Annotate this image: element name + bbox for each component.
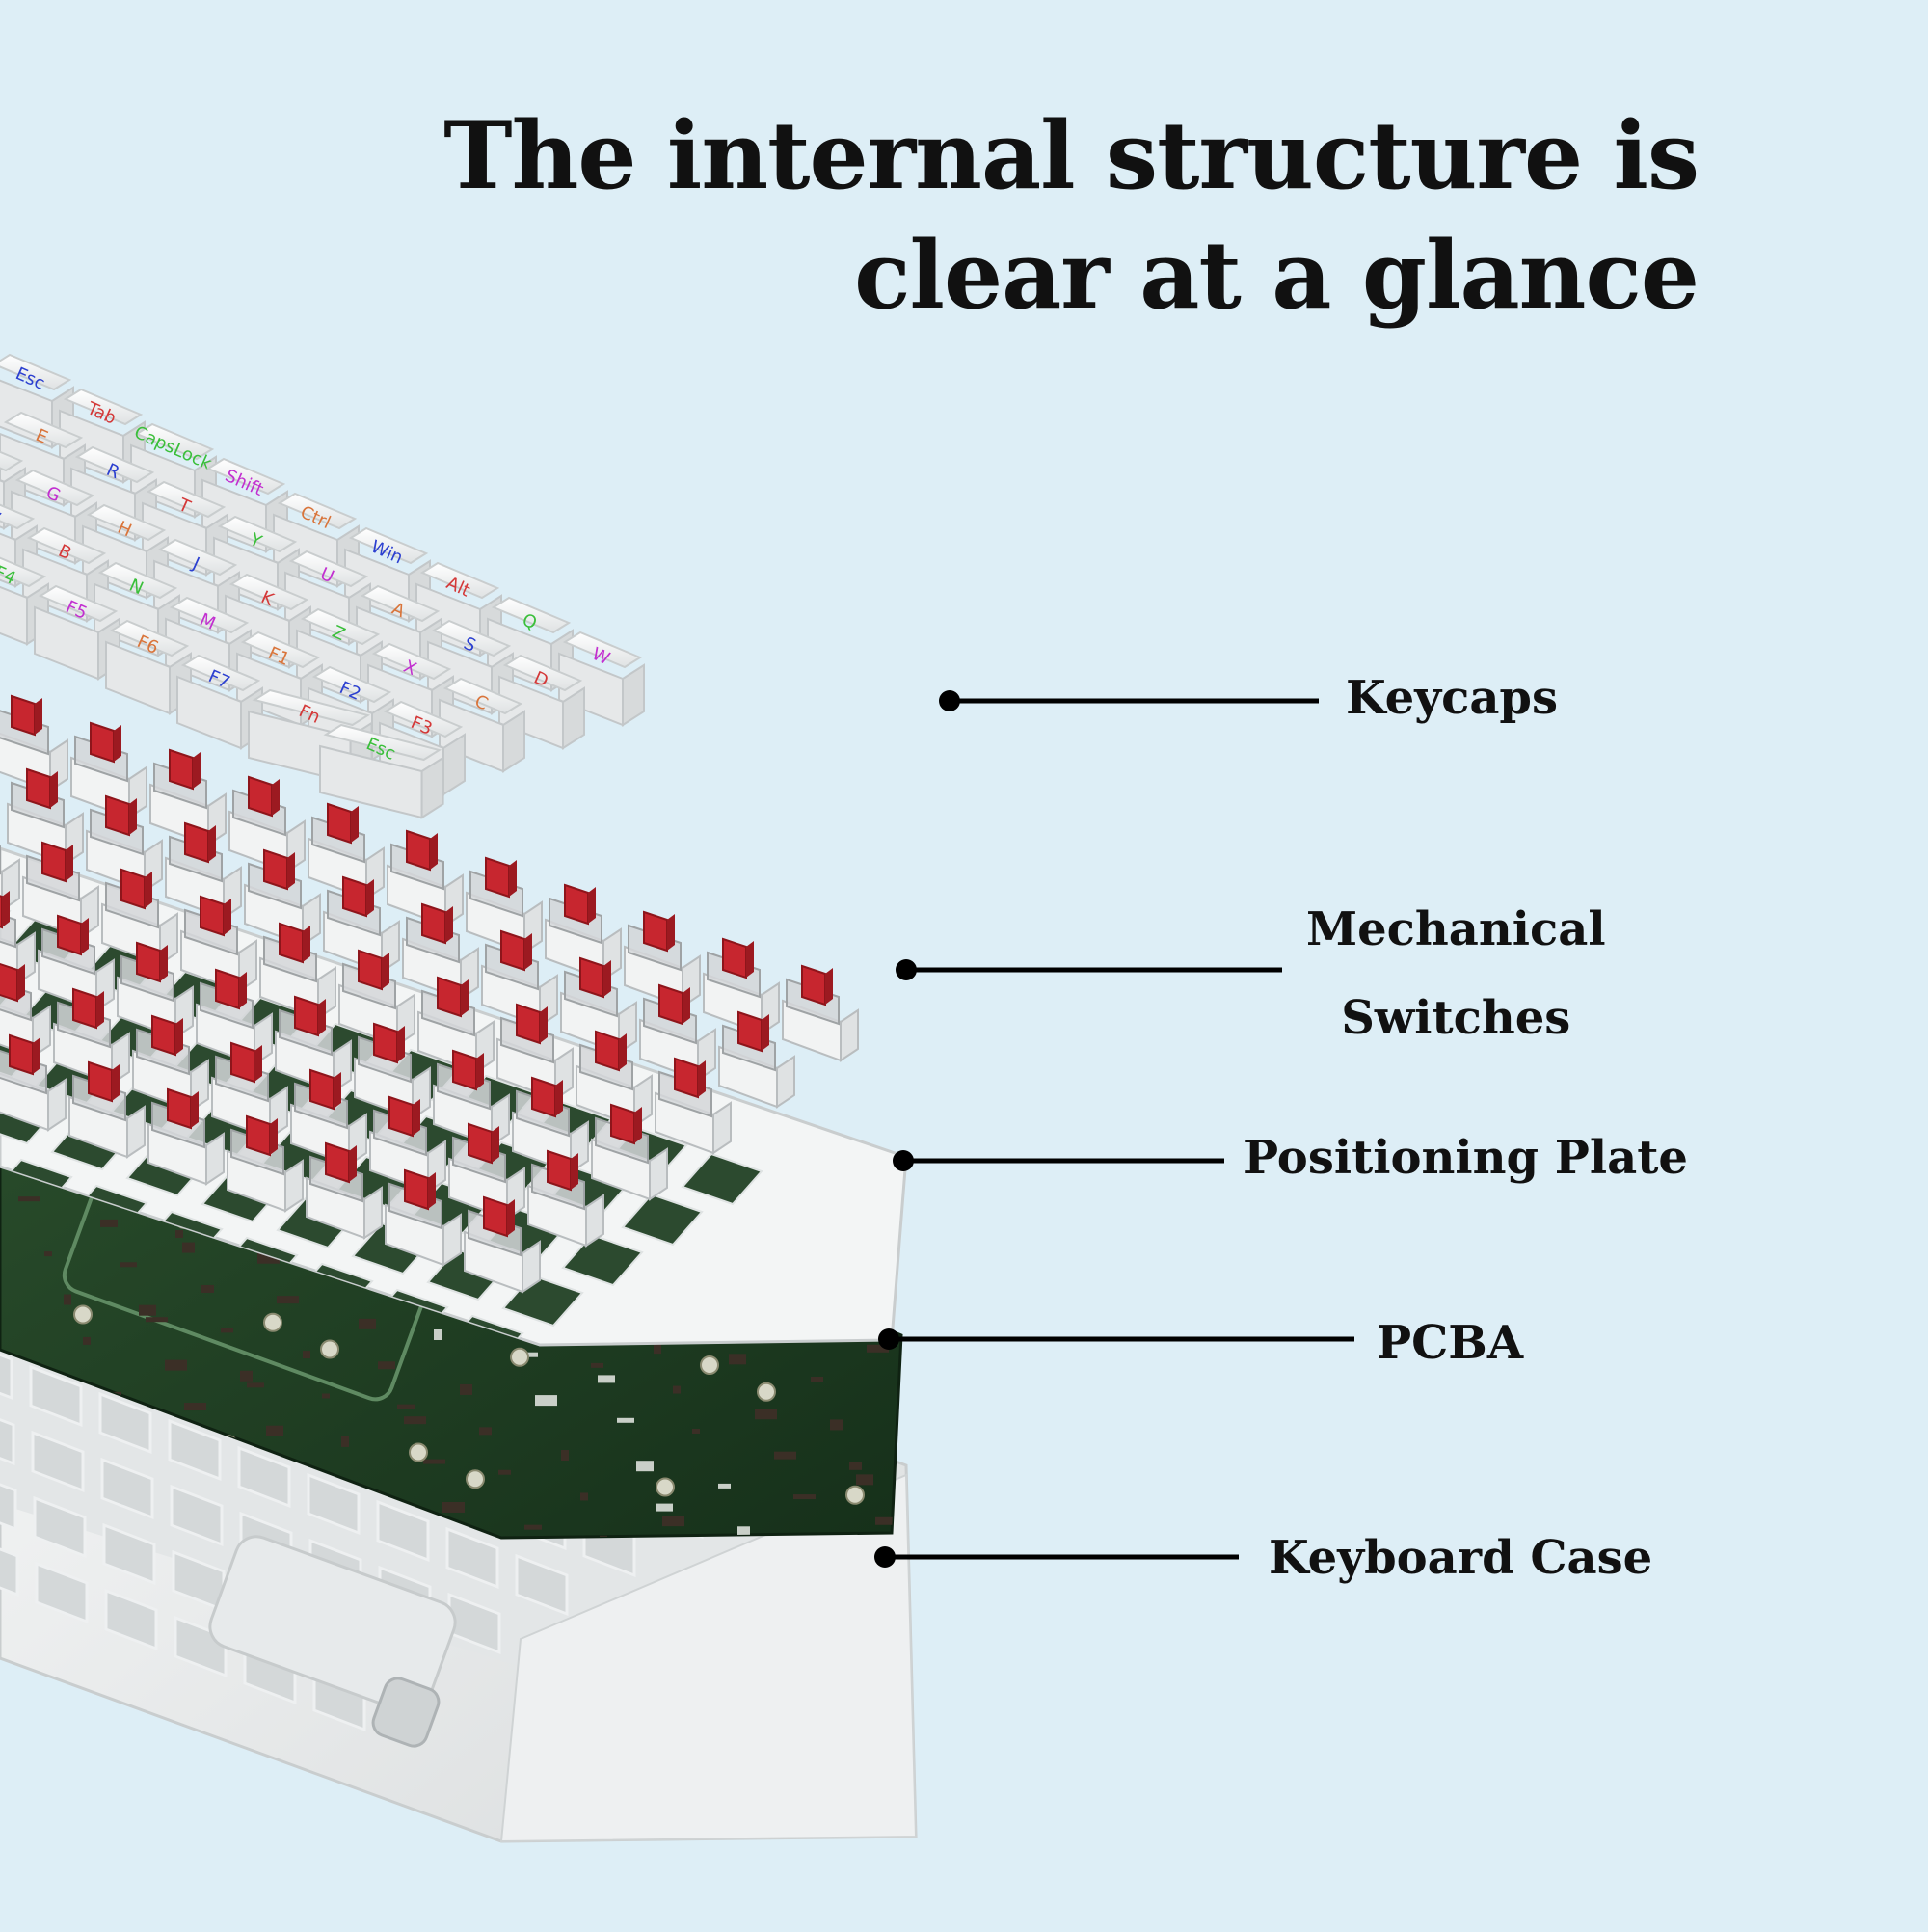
leader-lines	[874, 690, 1354, 1568]
leader-switches	[896, 959, 1282, 980]
headline-line-2: clear at a glance	[854, 221, 1700, 330]
leader-pcba	[878, 1328, 1354, 1350]
label-positioning-plate: Positioning Plate	[1244, 1131, 1688, 1185]
label-keycaps: Keycaps	[1346, 671, 1559, 725]
label-pcba: PCBA	[1377, 1316, 1524, 1370]
label-keyboard-case: Keyboard Case	[1269, 1531, 1653, 1585]
mechanical-switches	[0, 694, 859, 1294]
leader-plate	[893, 1150, 1224, 1171]
leader-keycaps	[939, 690, 1319, 711]
leader-case	[874, 1546, 1239, 1568]
label-mechanical-switches: Mechanical Switches	[1306, 902, 1606, 1045]
headline: The internal structure is clear at a gla…	[443, 96, 1700, 335]
headline-line-1: The internal structure is	[443, 101, 1700, 210]
keycaps-layer: EscTabCapsLockShiftCtrlWinAltQWERTYUASDF…	[0, 353, 645, 819]
